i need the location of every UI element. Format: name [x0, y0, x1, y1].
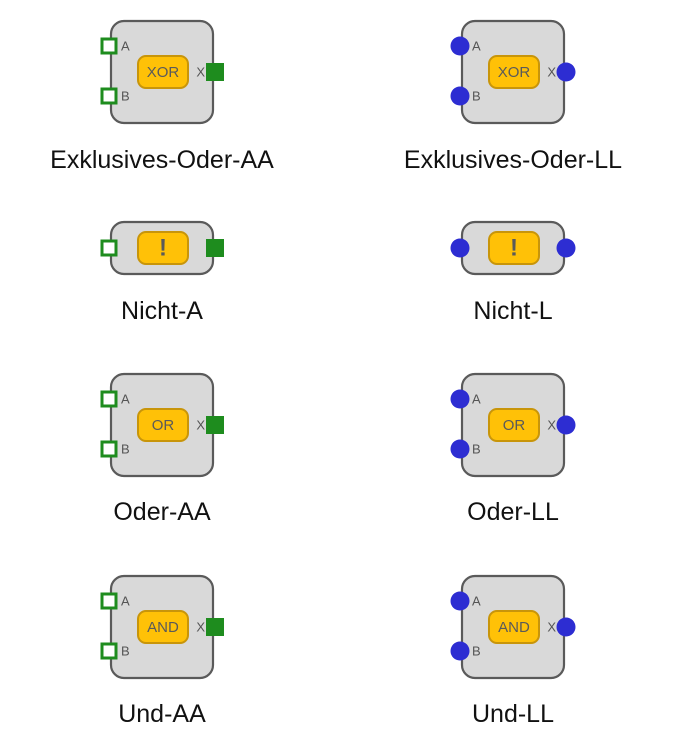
- operator-label: !: [159, 234, 167, 261]
- input-pin-label-a: A: [472, 593, 481, 608]
- operator-badge: [137, 610, 189, 644]
- output-port: [206, 416, 224, 434]
- block-und-aa: AND A B X: [100, 574, 224, 680]
- block-exklusives-oder-aa: XOR A B X: [100, 19, 224, 125]
- block-exklusives-oder-ll: XOR A B X: [450, 19, 576, 125]
- output-port: [556, 238, 576, 258]
- operator-label: XOR: [147, 64, 180, 81]
- block-caption-oder-aa: Oder-AA: [113, 498, 211, 526]
- operator-label: OR: [503, 417, 526, 434]
- block-nicht-a: !: [100, 220, 224, 276]
- operator-label: AND: [498, 619, 530, 636]
- operator-badge: [488, 231, 540, 265]
- input-port-a: [450, 389, 470, 409]
- output-port: [206, 618, 224, 636]
- block-caption-exklusives-oder-ll: Exklusives-Oder-LL: [403, 146, 623, 174]
- output-port: [556, 617, 576, 637]
- output-pin-label: X: [547, 619, 556, 634]
- input-port-b: [100, 440, 118, 458]
- input-pin-label-b: B: [472, 643, 481, 658]
- block-und-ll: AND A B X: [450, 574, 576, 680]
- operator-label: !: [510, 234, 518, 261]
- output-port: [206, 63, 224, 81]
- block-caption-nicht-l: Nicht-L: [473, 297, 553, 325]
- block-oder-aa: OR A B X: [100, 372, 224, 478]
- input-port-a: [100, 390, 118, 408]
- input-port: [100, 239, 118, 257]
- input-pin-label-a: A: [121, 38, 130, 53]
- output-pin-label: X: [196, 417, 205, 432]
- output-port: [206, 239, 224, 257]
- input-port: [450, 238, 470, 258]
- output-port: [556, 415, 576, 435]
- output-pin-label: X: [196, 619, 205, 634]
- input-port-b: [450, 641, 470, 661]
- output-pin-label: X: [547, 64, 556, 79]
- input-port-a: [450, 36, 470, 56]
- block-caption-und-ll: Und-LL: [472, 700, 554, 728]
- output-port: [556, 62, 576, 82]
- block-caption-oder-ll: Oder-LL: [467, 498, 559, 526]
- block-caption-exklusives-oder-aa: Exklusives-Oder-AA: [50, 146, 274, 174]
- input-pin-label-b: B: [472, 441, 481, 456]
- input-port-b: [100, 87, 118, 105]
- operator-badge: [488, 408, 540, 442]
- input-port-a: [100, 37, 118, 55]
- input-pin-label-a: A: [121, 391, 130, 406]
- operator-label: AND: [147, 619, 179, 636]
- operator-badge: [488, 610, 540, 644]
- input-pin-label-b: B: [121, 88, 130, 103]
- block-caption-und-aa: Und-AA: [118, 700, 206, 728]
- operator-label: XOR: [498, 64, 531, 81]
- input-port-a: [450, 591, 470, 611]
- input-pin-label-b: B: [121, 643, 130, 658]
- operator-badge: [488, 55, 540, 89]
- output-pin-label: X: [547, 417, 556, 432]
- operator-badge: [137, 231, 189, 265]
- operator-badge: [137, 408, 189, 442]
- input-port-b: [450, 86, 470, 106]
- output-pin-label: X: [196, 64, 205, 79]
- input-pin-label-a: A: [472, 391, 481, 406]
- input-port-a: [100, 592, 118, 610]
- block-nicht-l: !: [450, 220, 576, 276]
- input-port-b: [450, 439, 470, 459]
- block-caption-nicht-a: Nicht-A: [121, 297, 203, 325]
- operator-label: OR: [152, 417, 175, 434]
- input-port-b: [100, 642, 118, 660]
- block-oder-ll: OR A B X: [450, 372, 576, 478]
- input-pin-label-b: B: [121, 441, 130, 456]
- input-pin-label-a: A: [121, 593, 130, 608]
- input-pin-label-a: A: [472, 38, 481, 53]
- input-pin-label-b: B: [472, 88, 481, 103]
- operator-badge: [137, 55, 189, 89]
